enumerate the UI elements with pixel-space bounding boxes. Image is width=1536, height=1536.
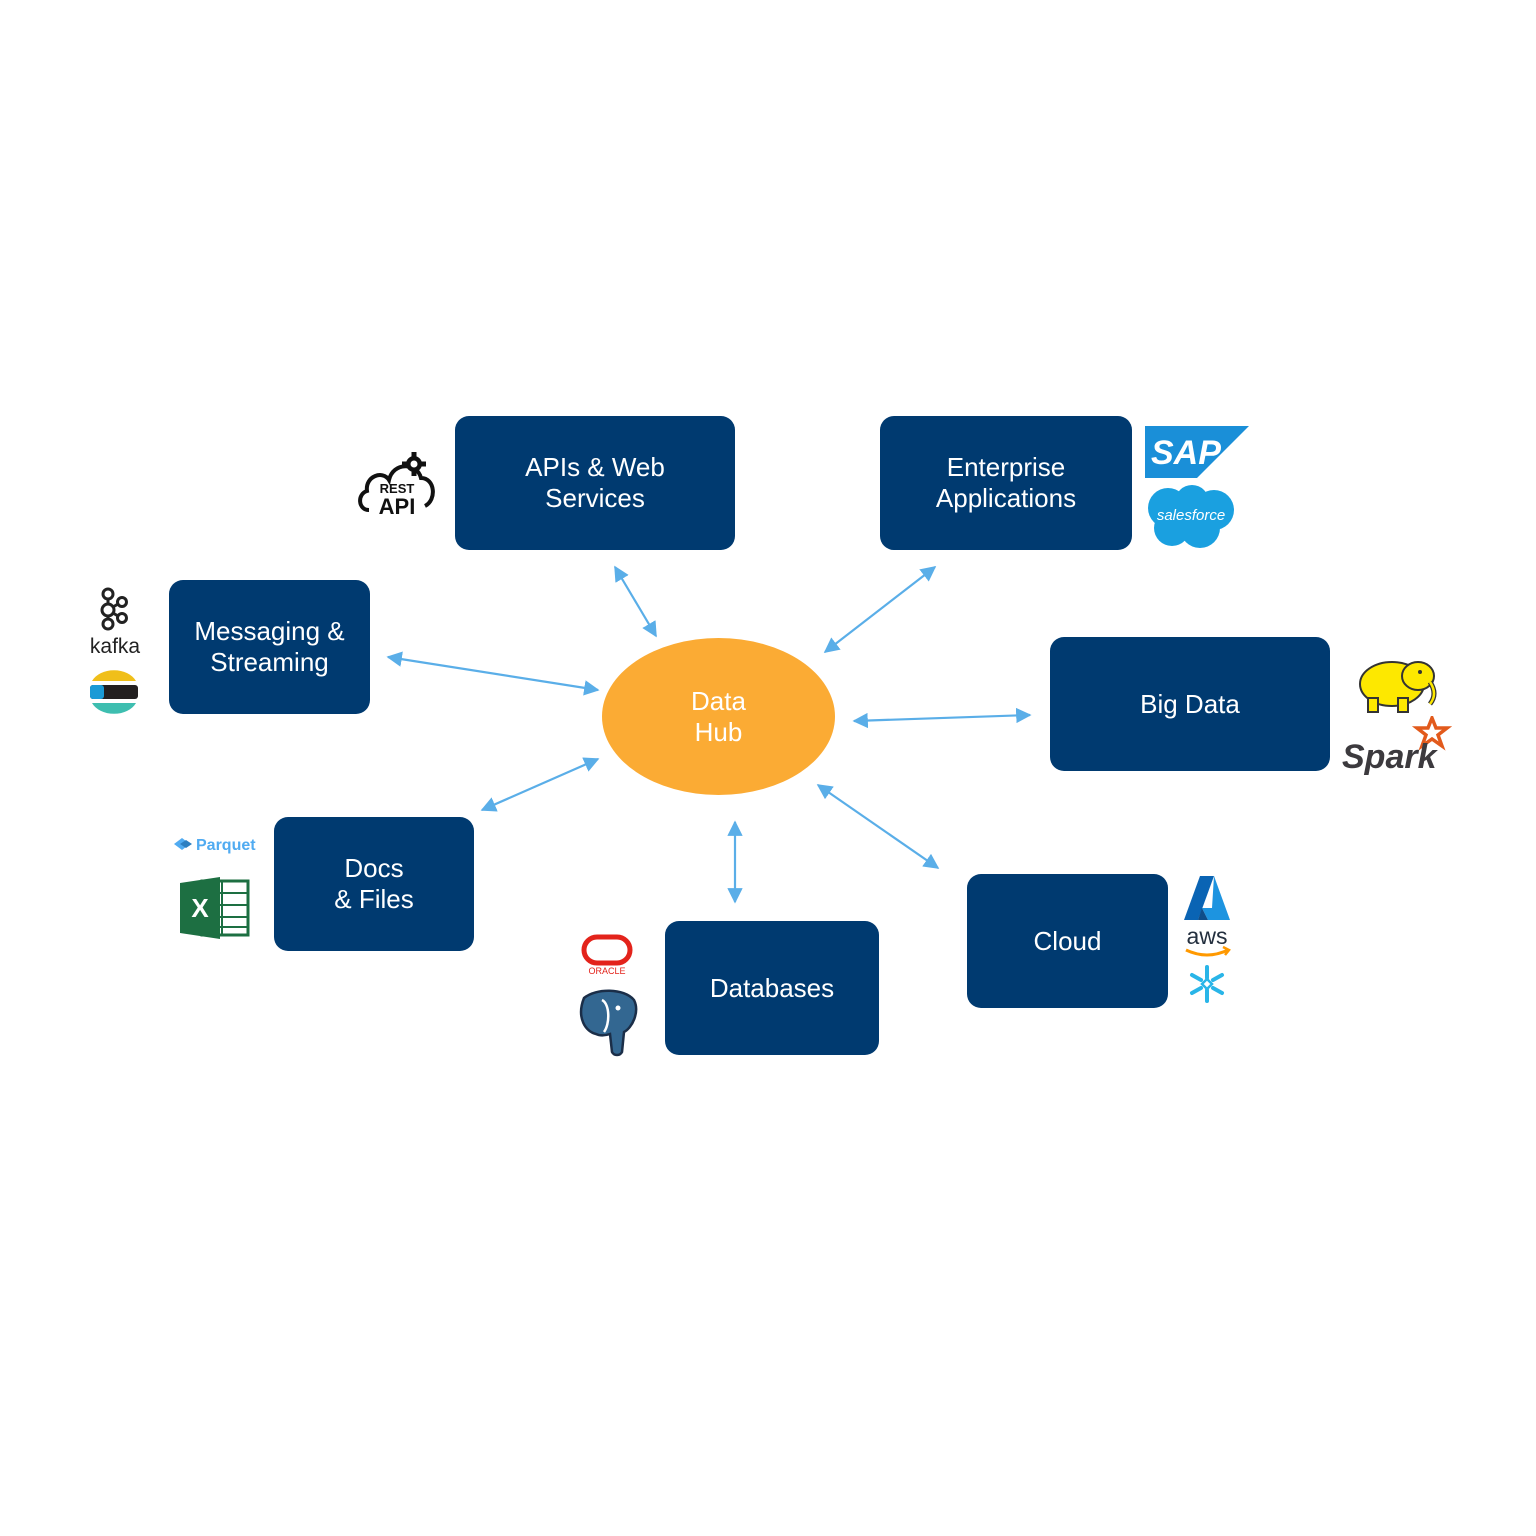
node-docs-line2: & Files [334,884,414,914]
oracle-logo: ORACLE [581,934,633,976]
elastic-icon [90,670,138,714]
node-messaging-streaming: Messaging & Streaming [169,580,370,714]
node-messaging-line1: Messaging & [194,616,345,646]
node-databases: Databases [665,921,879,1055]
node-cloud: Cloud [967,874,1168,1008]
sap-logo: SAP [1145,426,1249,478]
parquet-label: Parquet [196,837,256,854]
parquet-logo: Parquet [174,837,256,854]
node-enterprise-line1: Enterprise [946,452,1066,482]
node-databases-line1: Databases [709,972,835,1003]
connector-cloud [816,784,940,869]
connector-enterprise [823,566,937,653]
excel-icon: X [180,877,250,939]
node-docs-line1: Docs [344,853,404,883]
aws-logo: aws [1185,923,1231,957]
sap-label: SAP [1151,434,1221,472]
salesforce-logo: salesforce [1148,485,1234,548]
spark-logo: Spark [1342,716,1452,776]
hub-label-line1: Data [691,685,746,716]
azure-icon [1184,876,1230,920]
node-enterprise-applications: Enterprise Applications [880,416,1132,550]
hub-label-line2: Hub [694,716,743,747]
connector-apis [614,565,657,638]
postgresql-elephant-icon [579,989,638,1057]
kafka-logo: kafka [90,587,141,658]
snowflake-icon [1190,965,1224,1003]
excel-label: X [191,893,209,923]
node-apis-line1: APIs & Web [525,452,665,482]
api-label: API [379,494,416,519]
rest-api-icon: REST API [358,452,435,519]
kafka-label: kafka [90,635,141,658]
node-docs-files: Docs & Files [274,817,474,951]
connector-bigdata [852,707,1032,729]
node-cloud-line1: Cloud [1033,925,1102,956]
node-enterprise-line2: Applications [935,483,1077,513]
node-bigdata-line1: Big Data [1140,688,1240,719]
oracle-label: ORACLE [588,966,625,976]
node-apis-web-services: APIs & Web Services [455,416,735,550]
salesforce-label: salesforce [1157,507,1225,524]
aws-label: aws [1187,923,1228,949]
node-messaging-line2: Streaming [210,647,329,677]
connector-docs [480,757,600,812]
data-hub: Data Hub [602,638,835,795]
rest-label: REST [380,481,415,496]
spark-label: Spark [1342,738,1439,776]
node-apis-line2: Services [545,483,645,513]
hadoop-elephant-icon [1359,661,1437,713]
node-big-data: Big Data [1050,637,1330,771]
connector-messaging [386,651,600,696]
